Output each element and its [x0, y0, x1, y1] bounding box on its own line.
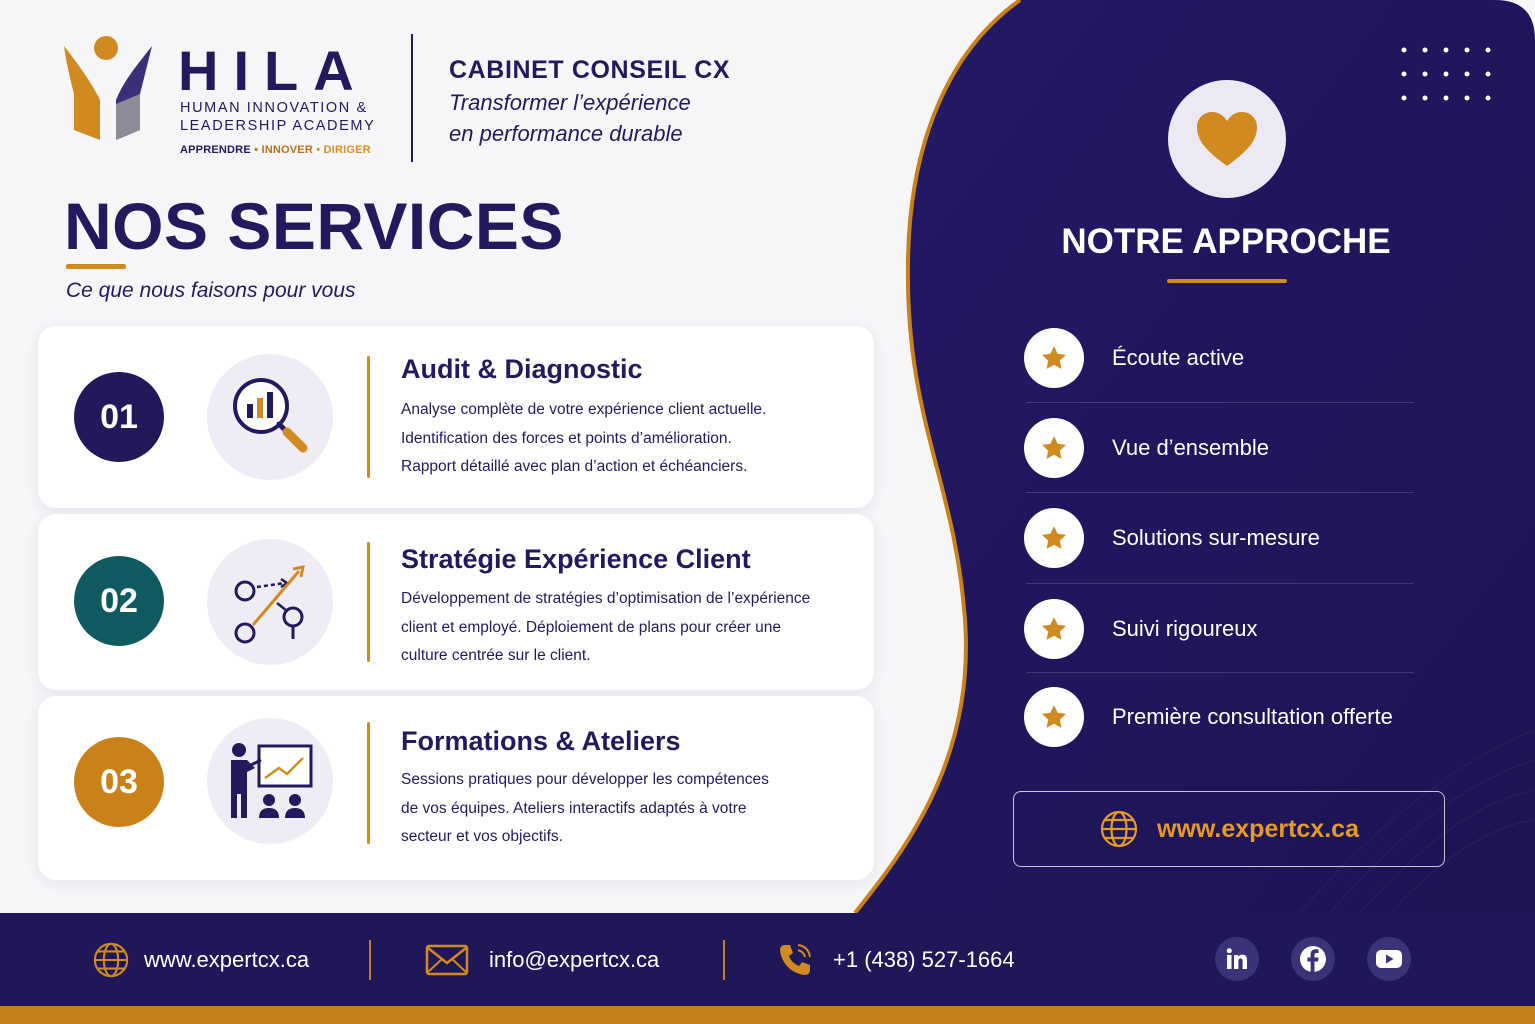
card-divider: [367, 356, 370, 478]
approach-item: Solutions sur-mesure: [1024, 508, 1414, 568]
approach-title-underline: [1167, 279, 1287, 283]
service-number-badge: 02: [74, 556, 164, 646]
service-number-badge: 03: [74, 737, 164, 827]
star-icon: [1041, 617, 1067, 640]
service-description: Développement de stratégies d’optimisati…: [401, 590, 811, 664]
service-title: Stratégie Expérience Client: [401, 544, 751, 574]
service-number-badge: 01: [74, 372, 164, 462]
approach-star-badge: [1024, 687, 1084, 747]
service-card-audit: 01 Audit & Diagnostic Analyse complète d…: [38, 326, 874, 508]
youtube-button[interactable]: [1367, 937, 1411, 981]
envelope-icon: [425, 944, 469, 976]
services-title-underline: [66, 264, 126, 269]
phone-icon: [780, 944, 811, 975]
star-icon: [1041, 436, 1067, 459]
approach-title: NOTRE APPROCHE: [1061, 222, 1391, 261]
approach-star-badge: [1024, 599, 1084, 659]
footer-website[interactable]: www.expertcx.ca: [92, 938, 309, 982]
footer-email[interactable]: info@expertcx.ca: [425, 938, 659, 982]
facebook-icon: [1300, 946, 1326, 972]
card-divider: [367, 542, 370, 662]
footer-separator: [369, 940, 371, 980]
service-title: Formations & Ateliers: [401, 726, 681, 756]
service-card-training: 03 Formations & Ateliers Sessions pratiq…: [38, 696, 874, 880]
approach-heart-circle: [1168, 80, 1286, 198]
star-icon: [1041, 705, 1067, 728]
footer-phone-label: +1 (438) 527-1664: [833, 947, 1015, 972]
cabinet-slogan-line1: Transformer l’expérience: [449, 90, 691, 115]
service-icon-circle: [207, 354, 333, 480]
footer-separator: [723, 940, 725, 980]
youtube-icon: [1376, 950, 1402, 968]
star-icon: [1041, 346, 1067, 369]
header-divider: [411, 34, 413, 162]
presentation-icon: [231, 743, 313, 818]
approach-star-badge: [1024, 328, 1084, 388]
services-subtitle: Ce que nous faisons pour vous: [66, 279, 356, 302]
card-divider: [367, 722, 370, 844]
approach-star-badge: [1024, 508, 1084, 568]
footer-stripe: [0, 1006, 1535, 1024]
approach-separator: [1026, 583, 1414, 584]
star-icon: [1041, 526, 1067, 549]
approach-item: Écoute active: [1024, 328, 1414, 388]
approach-separator: [1026, 672, 1414, 673]
service-description: Analyse complète de votre expérience cli…: [401, 401, 767, 475]
facebook-button[interactable]: [1291, 937, 1335, 981]
approach-website-link[interactable]: www.expertcx.ca: [1013, 791, 1445, 867]
globe-icon: [1100, 810, 1138, 848]
footer-email-label: info@expertcx.ca: [489, 947, 660, 972]
approach-item: Vue d’ensemble: [1024, 418, 1414, 478]
cabinet-title: CABINET CONSEIL CX: [449, 56, 731, 84]
cabinet-slogan-line2: en performance durable: [449, 121, 683, 146]
approach-item-label: Suivi rigoureux: [1112, 616, 1258, 641]
footer-bar: [0, 913, 1535, 1006]
footer-phone[interactable]: +1 (438) 527-1664: [777, 938, 1015, 982]
service-description: Sessions pratiques pour développer les c…: [401, 771, 769, 845]
brand-subtitle-line2: LEADERSHIP ACADEMY: [180, 118, 376, 134]
footer-website-label: www.expertcx.ca: [144, 947, 310, 972]
approach-star-badge: [1024, 418, 1084, 478]
approach-item-label: Écoute active: [1112, 345, 1245, 370]
approach-website-label: www.expertcx.ca: [1157, 814, 1359, 843]
service-card-strategy: 02 Stratégie Expérience Client Développe…: [38, 514, 874, 690]
brand-name: HILA: [178, 39, 369, 102]
approach-item-label: Solutions sur-mesure: [1112, 525, 1320, 550]
linkedin-icon: [1226, 948, 1247, 969]
linkedin-button[interactable]: [1215, 937, 1259, 981]
heart-icon: [1197, 112, 1257, 166]
service-icon-circle: [207, 539, 333, 665]
approach-item-label: Vue d’ensemble: [1112, 435, 1269, 460]
brand-subtitle-line1: HUMAN INNOVATION &: [180, 100, 368, 116]
decorative-dots: [1401, 47, 1491, 101]
brand-tagline: APPRENDRE • INNOVER • DIRIGER: [180, 144, 371, 156]
globe-icon: [93, 942, 129, 978]
approach-item-label: Première consultation offerte: [1112, 704, 1393, 729]
service-icon-circle: [207, 718, 333, 844]
hila-logo-icon: [64, 36, 152, 140]
approach-separator: [1026, 492, 1414, 493]
services-title: NOS SERVICES: [64, 189, 564, 263]
approach-item: Suivi rigoureux: [1024, 599, 1414, 659]
strategy-arrows-icon: [234, 565, 305, 644]
approach-separator: [1026, 402, 1414, 403]
approach-item: Première consultation offerte: [1024, 687, 1414, 747]
magnifier-chart-icon: [233, 378, 308, 453]
service-title: Audit & Diagnostic: [401, 354, 643, 384]
